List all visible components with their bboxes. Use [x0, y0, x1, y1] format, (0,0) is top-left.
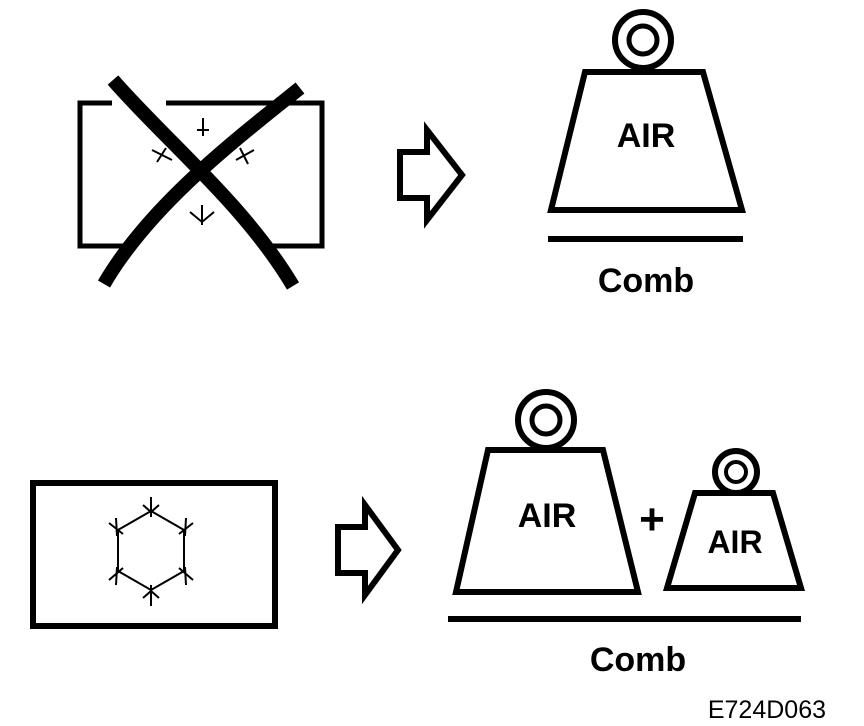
air-weight-top: AIR [547, 9, 746, 213]
weight-body [662, 490, 806, 591]
crossed-out-panel [77, 75, 325, 290]
weight-label: AIR [518, 497, 577, 535]
weight-label: AIR [707, 524, 762, 560]
comb-label-bottom: Comb [590, 641, 686, 679]
cross-out-mark [97, 75, 305, 290]
crystal-marks [151, 118, 255, 225]
weight-body [452, 447, 642, 595]
bracket-frame [77, 100, 325, 249]
air-weight-large: AIR [452, 389, 642, 595]
weight-ring-inner [724, 460, 748, 484]
weight-body [547, 69, 746, 213]
comb-label-top: Comb [598, 262, 694, 300]
clear-panel [30, 480, 278, 629]
weight-ring-inner [529, 403, 563, 437]
air-weight-small: AIR [662, 448, 806, 591]
weight-label: AIR [617, 117, 676, 155]
weight-ring-inner [626, 23, 660, 57]
hexagon-crystal-icon [108, 497, 194, 606]
arrow-right-icon-bottom [335, 495, 402, 605]
plus-sign: + [639, 495, 665, 544]
panel-frame [30, 480, 278, 629]
figure-code: E724D063 [708, 696, 826, 724]
arrow-right-icon [397, 121, 466, 229]
